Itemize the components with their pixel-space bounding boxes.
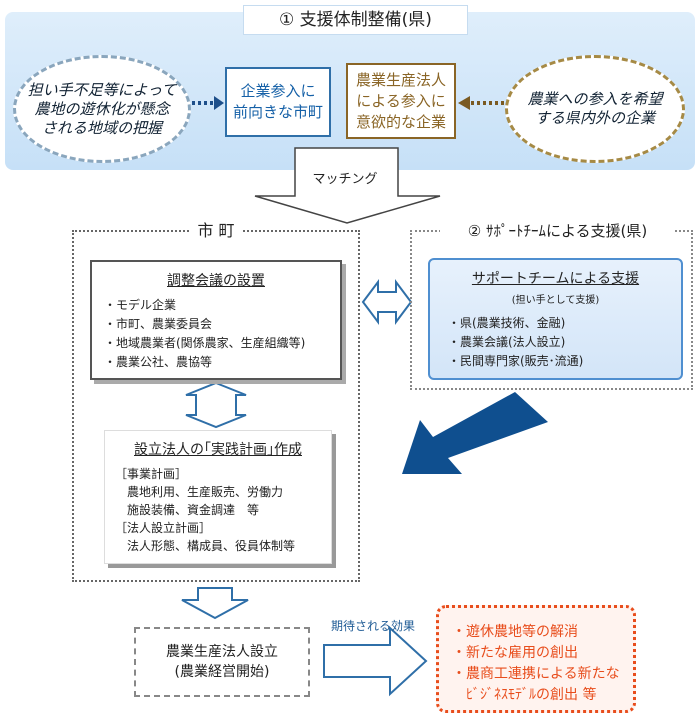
- support-member-list: ・県(農業技術、金融) ・農業会議(法人設立) ・民間専門家(販売･流通): [448, 314, 583, 371]
- plan-line: 法人形態、構成員、役員体制等: [115, 539, 296, 553]
- right-arrow-effect: [323, 625, 428, 697]
- effect-line: ・新たな雇用の創出: [452, 645, 578, 661]
- coordination-member-list: ・モデル企業 ・市町、農業委員会 ・地域農業者(関係農家、生産組織等) ・農業公…: [104, 296, 305, 372]
- support-team-subtitle: (担い手として支援): [511, 295, 600, 306]
- list-item: ・市町、農業委員会: [104, 317, 213, 331]
- establish-line: (農業経営開始): [174, 664, 270, 680]
- oval-line: する県内外の企業: [534, 109, 655, 127]
- list-item: ・県(農業技術、金融): [448, 316, 566, 330]
- coordination-meeting-box: 調整会議の設置 ・モデル企業 ・市町、農業委員会 ・地域農業者(関係農家、生産組…: [90, 260, 342, 380]
- town-box-line: 前向きな市町: [232, 103, 323, 121]
- arrowhead-right: [458, 96, 470, 110]
- plan-line: 施設装備、資金調達 等: [115, 503, 260, 517]
- effect-line: ・農商工連携による新たな: [452, 666, 620, 682]
- support-team-heading: サポートチームによる支援: [471, 271, 640, 287]
- list-item: ・モデル企業: [104, 298, 177, 312]
- arrowhead-left: [214, 96, 224, 110]
- area-identification-oval: 担い手不足等によって 農地の遊休化が懸念 される地域の把握: [13, 55, 191, 163]
- plan-line: 農地利用、生産販売、労働力: [115, 485, 284, 499]
- support-team-title: ② ｻﾎﾟｰﾄﾁｰﾑによる支援(県): [440, 220, 675, 242]
- town-panel-title: 市 町: [191, 220, 241, 242]
- matching-arrow: [254, 147, 441, 224]
- effect-line: ・遊休農地等の解消: [452, 624, 578, 640]
- oval-line: 農地の遊休化が懸念: [34, 99, 170, 118]
- practice-plan-title: 設立法人の｢実践計画｣作成: [134, 442, 302, 458]
- oval-line: される地域の把握: [41, 118, 162, 137]
- bidirectional-arrow-horizontal: [361, 279, 413, 325]
- expected-effects-box: ・遊休農地等の解消 ・新たな雇用の創出 ・農商工連携による新たな ﾋﾞｼﾞﾈｽﾓ…: [436, 605, 636, 713]
- effect-line: ﾋﾞｼﾞﾈｽﾓﾃﾞﾙの創出 等: [452, 687, 597, 703]
- plan-line: ［事業計画］: [115, 467, 188, 481]
- coordination-meeting-title: 調整会議の設置: [167, 273, 265, 289]
- support-system-title: ① 支援体制整備(県): [243, 5, 468, 35]
- list-item: ・地域農業者(関係農家、生産組織等): [104, 336, 306, 350]
- corp-box-line: 農業生産法人: [355, 70, 446, 89]
- list-item: ・農業公社、農協等: [104, 355, 213, 369]
- corp-box-line: 意欲的な企業: [355, 112, 446, 131]
- oval-line: 担い手不足等によって: [27, 80, 177, 99]
- matching-label: マッチング: [312, 172, 378, 187]
- practice-plan-lines: ［事業計画］ 農地利用、生産販売、労働力 施設装備、資金調達 等 ［法人設立計画…: [115, 465, 295, 555]
- town-box-line: 企業参入に: [240, 82, 316, 100]
- entry-companies-oval: 農業への参入を希望 する県内外の企業: [505, 55, 685, 163]
- list-item: ・民間専門家(販売･流通): [448, 354, 584, 368]
- motivated-company-box: 農業生産法人 による参入に 意欲的な企業: [346, 63, 456, 139]
- list-item: ・農業会議(法人設立): [448, 335, 566, 349]
- plan-line: ［法人設立計画］: [115, 521, 212, 535]
- expected-effect-label: 期待される効果: [330, 619, 415, 633]
- support-to-plan-arrow: [402, 392, 548, 474]
- practice-plan-box: 設立法人の｢実践計画｣作成 ［事業計画］ 農地利用、生産販売、労働力 施設装備、…: [104, 430, 332, 564]
- support-team-box: サポートチームによる支援 (担い手として支援) ・県(農業技術、金融) ・農業会…: [428, 258, 683, 380]
- bidirectional-arrow-vertical: [185, 381, 247, 429]
- oval-line: 農業への参入を希望: [527, 90, 663, 108]
- down-arrow-establish: [181, 587, 249, 620]
- establish-line: 農業生産法人設立: [166, 644, 278, 660]
- positive-town-box: 企業参入に 前向きな市町: [225, 67, 331, 137]
- corp-box-line: による参入に: [356, 91, 446, 110]
- corporation-establishment-box: 農業生産法人設立 (農業経営開始): [134, 627, 310, 697]
